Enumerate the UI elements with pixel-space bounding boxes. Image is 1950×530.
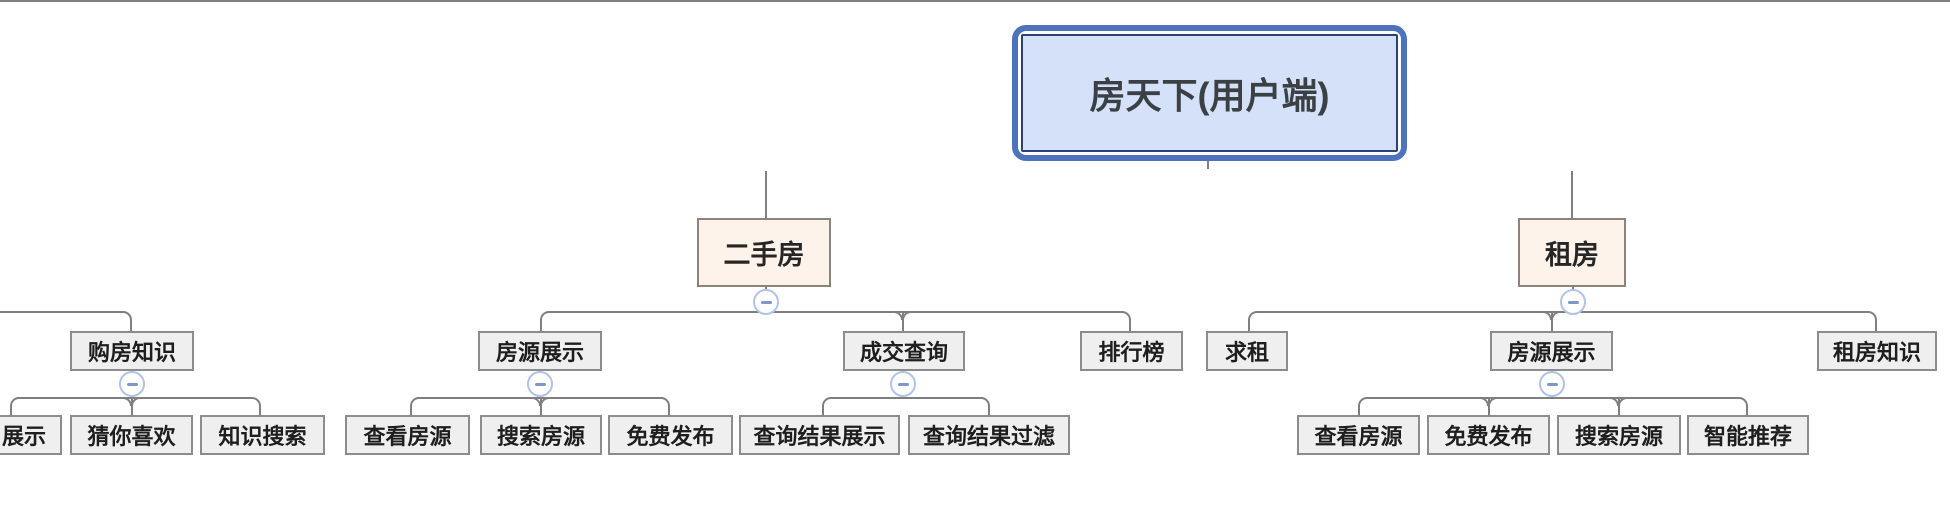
connector-line: [1256, 311, 1869, 313]
node-free-publish-rent[interactable]: 免费发布: [1427, 415, 1550, 455]
connector-line: [130, 319, 132, 332]
connector-line: [131, 397, 133, 415]
connector-line: [540, 319, 542, 331]
connector-corner: [123, 311, 132, 320]
connector-line: [1551, 311, 1553, 331]
collapse-icon-listing-secondhand[interactable]: [527, 371, 553, 397]
minus-icon: [760, 300, 772, 304]
node-root[interactable]: 房天下(用户端): [1012, 25, 1407, 161]
connector-line: [548, 311, 1123, 313]
minus-icon: [1546, 382, 1558, 386]
connector-corner: [1739, 397, 1748, 406]
minus-icon: [126, 382, 138, 386]
connector-line: [988, 405, 990, 415]
connector-corner: [822, 397, 831, 406]
connector-corner: [1248, 311, 1257, 320]
node-root-label: 房天下(用户端): [1021, 34, 1398, 152]
node-seek-rent[interactable]: 求租: [1206, 331, 1288, 371]
connector-line: [765, 171, 767, 218]
connector-line: [1366, 397, 1740, 399]
connector-line: [1129, 319, 1131, 331]
connector-corner: [981, 397, 990, 406]
connector-corner: [1358, 397, 1367, 406]
node-view-listings-secondhand[interactable]: 查看房源: [345, 415, 470, 455]
node-smart-recommend[interactable]: 智能推荐: [1687, 415, 1809, 455]
collapse-icon-rent[interactable]: [1560, 289, 1586, 315]
node-search-listings-secondhand[interactable]: 搜索房源: [480, 415, 602, 455]
node-second-hand-house[interactable]: 二手房: [697, 218, 831, 287]
connector-line: [1618, 397, 1620, 415]
node-listing-display-rent[interactable]: 房源展示: [1490, 331, 1613, 371]
connector-line: [1571, 171, 1573, 218]
connector-line: [1248, 319, 1250, 331]
node-free-publish-secondhand[interactable]: 免费发布: [608, 415, 733, 455]
collapse-icon-secondhand[interactable]: [753, 289, 779, 315]
node-query-result-filter[interactable]: 查询结果过滤: [908, 415, 1070, 455]
connector-corner: [1868, 311, 1877, 320]
node-search-listings-rent[interactable]: 搜索房源: [1557, 415, 1681, 455]
connector-corner: [10, 397, 19, 406]
connector-line: [830, 397, 982, 399]
connector-line: [540, 397, 542, 415]
node-rent-house[interactable]: 租房: [1518, 218, 1626, 287]
collapse-icon-listing-rent[interactable]: [1539, 371, 1565, 397]
collapse-icon-deal-query[interactable]: [890, 371, 916, 397]
connector-line: [0, 0, 1950, 2]
minus-icon: [1567, 300, 1579, 304]
connector-line: [1875, 319, 1877, 331]
connector-corner: [410, 397, 419, 406]
connector-line: [668, 405, 670, 415]
minus-icon: [534, 382, 546, 386]
collapse-icon-buy-knowledge[interactable]: [119, 371, 145, 397]
connector-line: [1207, 161, 1209, 169]
connector-line: [1746, 405, 1748, 415]
node-query-result-display[interactable]: 查询结果展示: [739, 415, 900, 455]
node-knowledge-search[interactable]: 知识搜索: [200, 415, 325, 455]
connector-corner: [540, 311, 549, 320]
node-rent-knowledge[interactable]: 租房知识: [1817, 331, 1937, 371]
connector-line: [10, 405, 12, 415]
connector-corner: [252, 397, 261, 406]
connector-line: [0, 311, 125, 313]
connector-line: [410, 405, 412, 415]
node-ranking[interactable]: 排行榜: [1080, 331, 1183, 371]
node-knowledge-show[interactable]: 展示: [0, 415, 62, 455]
node-buy-knowledge[interactable]: 购房知识: [70, 331, 194, 371]
connector-corner: [661, 397, 670, 406]
connector-line: [822, 405, 824, 415]
node-guess-you-like[interactable]: 猜你喜欢: [70, 415, 193, 455]
connector-line: [902, 311, 904, 331]
connector-line: [1488, 397, 1490, 415]
node-deal-query[interactable]: 成交查询: [843, 331, 965, 371]
connector-corner: [1122, 311, 1131, 320]
connector-line: [1358, 405, 1360, 415]
node-listing-display-secondhand[interactable]: 房源展示: [478, 331, 602, 371]
connector-line: [259, 405, 261, 415]
node-view-listings-rent[interactable]: 查看房源: [1297, 415, 1420, 455]
minus-icon: [897, 382, 909, 386]
